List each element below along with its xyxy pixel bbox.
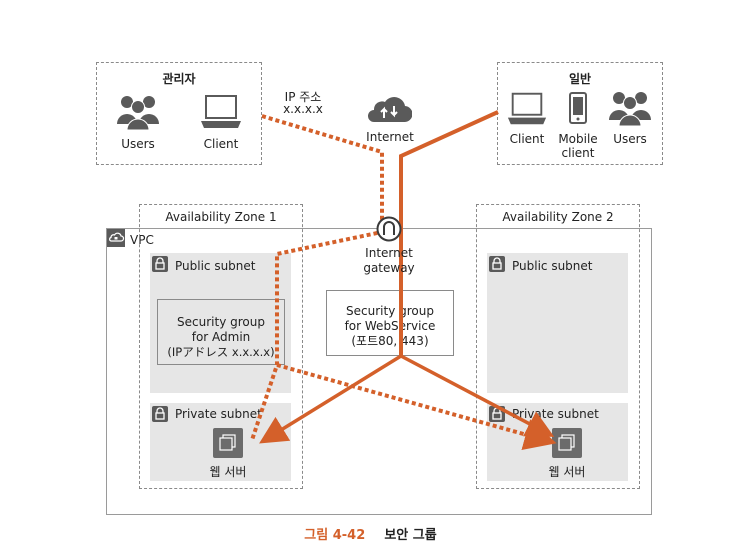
sg-web-line3: (포트80, 443) [351, 334, 429, 348]
mobile-client-icon [569, 92, 587, 128]
web-server-icon [552, 428, 582, 458]
vpc-cloud-icon [107, 229, 125, 247]
internet-gateway-icon [376, 216, 402, 246]
az1-server-label: 웹 서버 [209, 465, 247, 479]
admin-access-path [250, 114, 384, 441]
az1-public-subnet [150, 253, 291, 393]
security-group-webservice: Security group for WebService (포트80, 443… [326, 290, 454, 356]
lock-icon [152, 406, 168, 422]
cloud-internet-icon [366, 96, 413, 128]
igw-line1: Internet [365, 246, 413, 260]
az2-public-subnet-label: Public subnet [512, 259, 593, 273]
security-group-admin: Security group for Admin (IPアドレス x.x.x.x… [157, 299, 285, 365]
admin-users-label: Users [121, 137, 155, 151]
sg-admin-line1: Security group [177, 315, 265, 329]
admin-group [96, 62, 262, 165]
igw-line2: gateway [363, 261, 415, 275]
web-server-icon [213, 428, 243, 458]
ip-note-line1: IP 주소 [284, 90, 322, 104]
az2-server-label: 웹 서버 [548, 465, 586, 479]
users-icon [608, 90, 652, 130]
az1-label: Availability Zone 1 [165, 210, 277, 224]
vpc-label: VPC [130, 233, 154, 247]
sg-web-line1: Security group [346, 304, 434, 318]
client-icon [199, 95, 243, 133]
availability-zone-1 [139, 204, 303, 489]
caption-title: 보안 그룹 [384, 528, 437, 543]
sg-admin-line2: for Admin [191, 330, 251, 344]
admin-access-path-az2 [276, 363, 557, 451]
az2-label: Availability Zone 2 [502, 210, 614, 224]
client-icon [506, 92, 548, 130]
general-mobile-label-2: client [561, 146, 595, 160]
lock-icon [489, 256, 505, 272]
internet-label: Internet [366, 130, 414, 144]
az1-private-subnet-label: Private subnet [175, 407, 262, 421]
general-path-az1 [259, 354, 402, 444]
admin-title: 관리자 [162, 72, 196, 86]
general-users-label: Users [613, 132, 647, 146]
users-icon [116, 94, 160, 134]
sg-admin-line3: (IPアドレス x.x.x.x) [167, 345, 275, 359]
general-title: 일반 [568, 72, 592, 86]
figure-caption: 그림 4-42 보안 그룹 [0, 524, 741, 543]
ip-note-line2: x.x.x.x [283, 102, 323, 116]
sg-web-line2: for WebService [344, 319, 436, 333]
az2-public-subnet [487, 253, 628, 393]
admin-client-label: Client [203, 137, 239, 151]
az1-public-subnet-label: Public subnet [175, 259, 256, 273]
general-path-az2 [400, 354, 555, 437]
general-mobile-label-1: Mobile [558, 132, 598, 146]
caption-number: 그림 4-42 [304, 528, 366, 543]
general-client-label: Client [509, 132, 545, 146]
general-access-path [399, 110, 499, 356]
lock-icon [152, 256, 168, 272]
availability-zone-2 [476, 204, 640, 489]
